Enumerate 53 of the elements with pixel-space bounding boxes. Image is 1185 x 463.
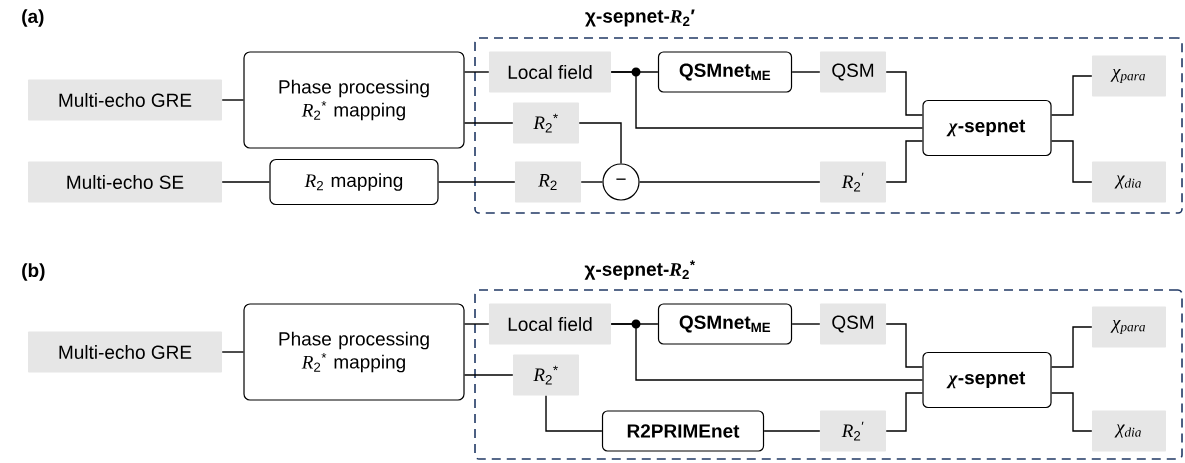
output-box: χ$_{dia}$ [1092, 410, 1166, 452]
output-box: χ$_{dia}$ [1092, 161, 1166, 203]
connector-line [463, 323, 490, 325]
data-box: Multi-echo GRE [28, 79, 222, 121]
connector-line [1050, 75, 1093, 116]
data-box: R$_{2}$′ [820, 410, 886, 452]
process-box: Phase processing R$_{2}$$^{*}$ mapping [243, 303, 465, 401]
connector-line [463, 122, 514, 124]
output-box: χ$_{para}$ [1092, 55, 1166, 97]
connector-line [885, 71, 924, 116]
connector-line [221, 99, 245, 101]
connector-line [610, 71, 924, 129]
process-box: Phase processing R$_{2}$$^{*}$ mapping [243, 51, 465, 149]
panel-label: (b) [22, 263, 45, 281]
data-box: R$_{2}$ [515, 161, 581, 203]
network-box: R2PRIMEnet [601, 410, 765, 452]
frame-title: χ-sepnet-R$_{2}$′ [585, 9, 695, 27]
data-box: Local field [489, 51, 611, 93]
connector-line [463, 374, 514, 376]
data-box: Local field [489, 303, 611, 345]
connector-line [221, 351, 245, 353]
output-box: χ$_{para}$ [1092, 306, 1166, 348]
connector-line [578, 122, 622, 165]
network-box: χ-sepnet [922, 99, 1052, 157]
connector-line [437, 181, 516, 183]
connector-line [545, 395, 603, 432]
connector-line [885, 392, 924, 432]
network-box: QSMnet$_{ME}$ [657, 303, 793, 345]
connector-line [1050, 140, 1093, 183]
data-box: QSM [820, 303, 886, 345]
connector-line [763, 430, 821, 432]
data-box: QSM [820, 51, 886, 93]
connector-line [463, 71, 490, 73]
frame-title: χ-sepnet-R$_{2}$* [584, 260, 696, 280]
data-box: R$_{2}$′ [820, 161, 886, 203]
connector-line [638, 181, 821, 183]
data-box: Multi-echo GRE [28, 331, 222, 373]
connector-line [580, 181, 604, 183]
data-box: R$_{2}$* [513, 354, 579, 396]
connector-line [885, 323, 924, 368]
panel-label: (a) [22, 9, 44, 27]
connector-line [885, 140, 924, 183]
connector-line [1050, 326, 1093, 368]
process-box: R$_{2}$ mapping [269, 158, 439, 206]
connector-line [791, 71, 821, 73]
connector-line [791, 323, 821, 325]
connector-line [610, 323, 924, 381]
network-box: QSMnet$_{ME}$ [657, 51, 793, 93]
data-box: R$_{2}$* [513, 102, 579, 144]
network-box: χ-sepnet [922, 351, 1052, 409]
connector-line [221, 181, 271, 183]
connector-line [1050, 392, 1093, 432]
data-box: Multi-echo SE [28, 161, 222, 203]
